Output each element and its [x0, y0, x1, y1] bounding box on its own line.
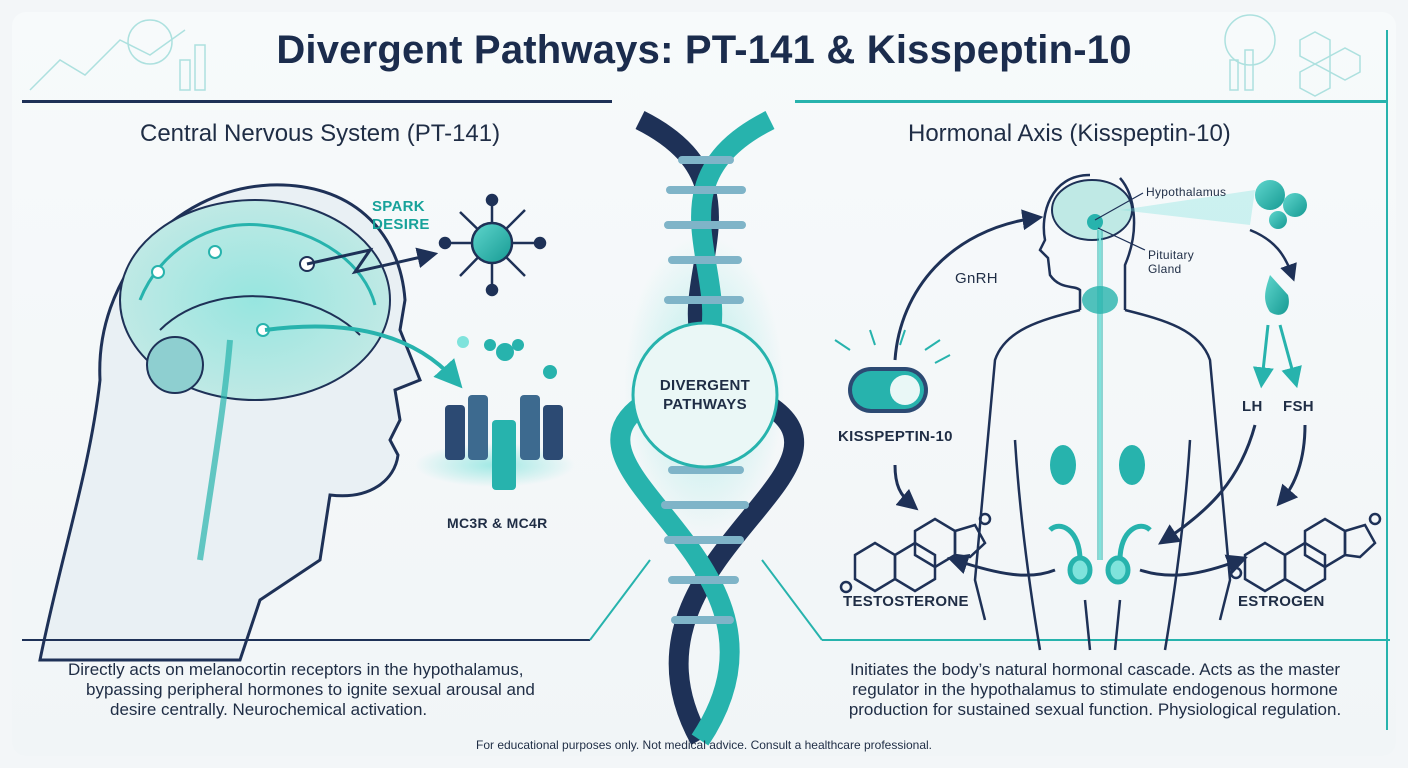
testosterone-molecule-icon — [839, 512, 992, 594]
human-body-icon — [973, 173, 1232, 651]
gnrh-label: GnRH — [955, 270, 998, 287]
spark-label-line2: DESIRE — [372, 216, 430, 233]
estrogen-label: ESTROGEN — [1238, 593, 1325, 610]
hormone-blob-icon — [1255, 180, 1307, 229]
page-title: Divergent Pathways: PT-141 & Kisspeptin-… — [276, 28, 1132, 72]
lh-label: LH — [1242, 398, 1263, 415]
pituitary-label-line2: Gland — [1148, 262, 1182, 276]
hormonal-axis-heading: Hormonal Axis (Kisspeptin-10) — [908, 120, 1231, 147]
title-rule-left — [22, 100, 612, 103]
helix-label-line1: DIVERGENT — [659, 377, 751, 394]
spark-desire-label: SPARK DESIRE — [372, 198, 430, 234]
kisspeptin-switch-label: KISSPEPTIN-10 — [838, 428, 953, 445]
hexagon-deco-icon — [1224, 14, 1361, 97]
testosterone-label: TESTOSTERONE — [843, 593, 969, 610]
cns-description-line1: Directly acts on melanocortin receptors … — [68, 660, 524, 679]
pituitary-droplet-icon — [1265, 275, 1289, 315]
helix-label-line2: PATHWAYS — [663, 396, 747, 413]
cns-description-line2: bypassing peripheral hormones to ignite … — [86, 680, 535, 699]
receptor-arrow-icon — [264, 324, 463, 389]
spark-arrow-icon — [306, 247, 439, 275]
gnrh-arrow-icon — [893, 209, 1044, 361]
pituitary-label: Pituitary Gland — [1148, 248, 1194, 276]
hormonal-description: Initiates the body’s natural hormonal ca… — [830, 660, 1360, 720]
thyroid-icon — [1082, 286, 1118, 314]
mc-receptor-icon — [415, 336, 575, 490]
hormonal-description-line1: Initiates the body’s natural hormonal ca… — [849, 660, 1341, 679]
hormonal-description-line2: regulator in the hypothalamus to stimula… — [852, 680, 1338, 699]
reproductive-organ-icon — [1048, 523, 1152, 585]
helix-label: DIVERGENT PATHWAYS — [648, 376, 762, 414]
kidney-icon — [1050, 445, 1145, 485]
hypothalamus-label: Hypothalamus — [1146, 185, 1227, 199]
hormonal-description-line3: production for sustained sexual function… — [848, 700, 1342, 719]
estrogen-molecule-icon — [1229, 512, 1382, 593]
receptor-label: MC3R & MC4R — [447, 515, 548, 531]
brain-small-icon — [1051, 179, 1133, 241]
cns-description-line3: desire centrally. Neurochemical activati… — [110, 700, 428, 719]
cns-description: Directly acts on melanocortin receptors … — [68, 660, 588, 720]
chart-deco-icon — [29, 19, 206, 91]
spark-label-line1: SPARK — [372, 198, 425, 215]
neuron-node-icon — [438, 193, 547, 297]
disclaimer-footer: For educational purposes only. Not medic… — [475, 738, 933, 752]
kisspeptin-switch-icon — [834, 329, 951, 413]
head-profile-icon — [38, 183, 422, 662]
title-rule-right — [795, 100, 1387, 103]
cns-heading: Central Nervous System (PT-141) — [140, 120, 501, 147]
dna-helix-icon — [610, 111, 805, 746]
pituitary-label-line1: Pituitary — [1148, 248, 1195, 262]
fsh-label: FSH — [1283, 398, 1314, 415]
